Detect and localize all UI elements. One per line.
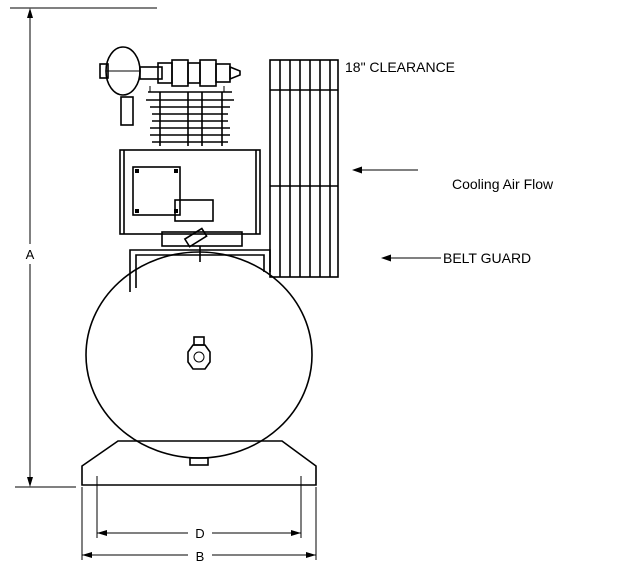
dim-b-arrow-right (306, 552, 316, 558)
dim-d-arrow-right (291, 530, 301, 536)
dim-b-label: B (196, 549, 205, 564)
clearance-label: 18" CLEARANCE (345, 59, 455, 75)
dim-d-label: D (195, 526, 204, 541)
belt-guard-label: BELT GUARD (443, 250, 531, 266)
tank-fitting-bore (193, 351, 205, 363)
tank-fitting-nut (187, 344, 211, 370)
motor-mount (129, 227, 271, 292)
dimension-d: D (96, 476, 302, 541)
pump-head (99, 46, 241, 146)
flywheel-nose (99, 63, 109, 79)
crank-segment-2 (157, 62, 173, 84)
motor-body (119, 149, 261, 235)
airflow-arrow-head (352, 166, 362, 174)
belt-guard-arrow (381, 254, 441, 262)
drain-valve-body (183, 227, 208, 248)
belt-guard-body (269, 59, 339, 278)
crank-segment-6 (215, 63, 231, 83)
dim-a-arrow-top (27, 8, 33, 18)
motor (119, 149, 261, 235)
belt-guard-arrow-head (381, 254, 391, 262)
junction-box-screw-br (174, 209, 178, 213)
pump-drop-tube (120, 96, 134, 126)
base-saddle (81, 440, 317, 486)
crank-segment-1 (139, 66, 163, 80)
dimension-b: B (81, 487, 317, 564)
tank-base (81, 440, 317, 486)
dim-a-label: A (26, 247, 35, 262)
crank-segment-5 (199, 59, 217, 87)
dimension-a: A (10, 7, 157, 488)
crank-segment-4 (187, 62, 201, 84)
dim-b-arrow-left (82, 552, 92, 558)
air-tank (85, 251, 313, 459)
junction-box-screw-tl (135, 169, 139, 173)
airflow-arrow (352, 166, 418, 174)
starter-switch (174, 199, 214, 222)
crank-tip (229, 65, 241, 81)
tank-fitting-stem (193, 336, 205, 346)
cylinder-fins (146, 91, 234, 143)
tank-shell (85, 251, 313, 459)
junction-box-screw-tr (174, 169, 178, 173)
dim-d-arrow-left (97, 530, 107, 536)
airflow-label: Cooling Air Flow (452, 176, 554, 192)
drain-valve (183, 227, 208, 248)
mount-plate (161, 231, 243, 247)
base-drain (189, 457, 209, 466)
junction-box-screw-bl (135, 209, 139, 213)
belt-guard (269, 59, 339, 278)
dim-a-arrow-bottom (27, 477, 33, 487)
junction-box (132, 166, 181, 216)
crank-segment-3 (171, 59, 189, 87)
